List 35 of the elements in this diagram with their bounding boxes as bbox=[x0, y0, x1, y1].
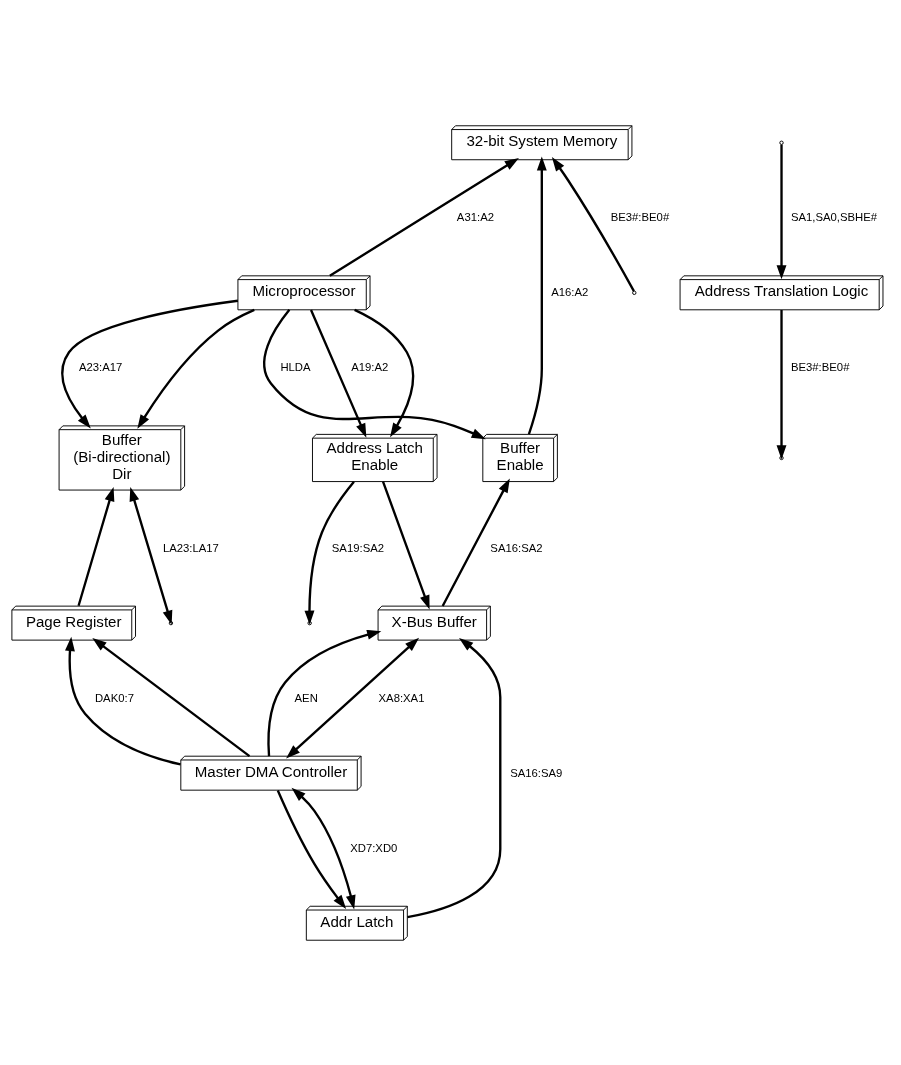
arrow bbox=[551, 156, 635, 292]
edge-label: A31:A2 bbox=[456, 210, 494, 223]
arrow bbox=[441, 477, 510, 607]
edge-label: SA16:SA2 bbox=[490, 541, 543, 553]
arrow bbox=[776, 144, 787, 279]
edge-label: SA16:SA9 bbox=[510, 766, 563, 779]
arrow bbox=[381, 480, 430, 609]
arrow bbox=[92, 637, 251, 757]
edge-label: XA8:XA1 bbox=[378, 691, 425, 704]
edge-label: DAK0:7 bbox=[94, 691, 134, 704]
edge-label: A16:A2 bbox=[551, 285, 589, 298]
edge-label: A23:A17 bbox=[78, 360, 123, 373]
edge-label: AEN bbox=[294, 691, 318, 704]
arrow bbox=[137, 308, 255, 429]
arrow bbox=[286, 637, 420, 759]
edge-label: HLDA bbox=[280, 360, 311, 373]
arrow bbox=[276, 789, 347, 909]
edge-label: SA19:SA2 bbox=[331, 541, 385, 553]
arrow bbox=[329, 157, 519, 277]
edge-label: SA1,SA0,SBHE# bbox=[790, 210, 878, 223]
arrow bbox=[61, 299, 239, 429]
arrow bbox=[527, 155, 547, 435]
arrow bbox=[309, 309, 367, 438]
arrow bbox=[291, 787, 356, 909]
arrow bbox=[77, 486, 115, 606]
arrow bbox=[407, 637, 502, 918]
edge-label: A19:A2 bbox=[351, 360, 389, 373]
edge-label: LA23:LA17 bbox=[162, 541, 219, 553]
edge-label: XD7:XD0 bbox=[350, 841, 398, 854]
arrow bbox=[354, 308, 415, 437]
arrow bbox=[65, 636, 181, 766]
arrow bbox=[263, 308, 486, 439]
edge-label: BE3#:BE0# bbox=[610, 210, 670, 223]
edge-label: BE3#:BE0# bbox=[790, 360, 850, 373]
arrow bbox=[267, 629, 382, 756]
